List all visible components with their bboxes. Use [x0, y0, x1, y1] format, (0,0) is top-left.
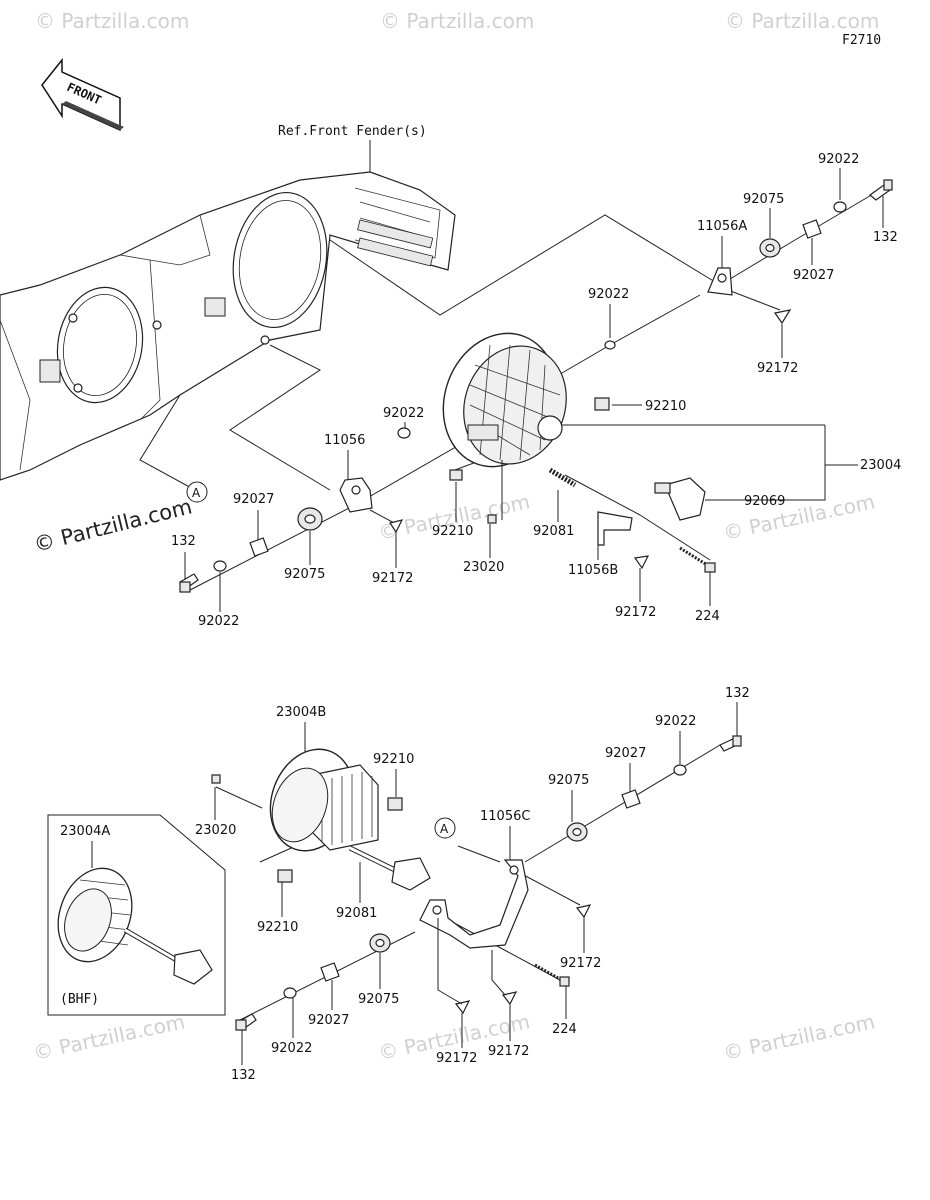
part-number: 92027 [308, 1013, 349, 1028]
leader-line [491, 950, 506, 996]
part-number: 92075 [284, 567, 325, 582]
part-number: 92075 [358, 992, 399, 1007]
lower-part-labels: 132 23004B 92022 92210 92027 92075 23020… [60, 686, 750, 1083]
watermark: © Partzilla.com [380, 9, 534, 33]
part-number: 11056A [697, 219, 747, 234]
ref-marker-a-lower: A [434, 817, 456, 839]
figure-code: F2710 [842, 33, 881, 48]
part-number: 92022 [818, 152, 859, 167]
ref-marker-letter: A [192, 486, 201, 500]
part-number: 92022 [588, 287, 629, 302]
part-number: 92172 [615, 605, 656, 620]
part-number: 92081 [533, 524, 574, 539]
part-number: 132 [873, 230, 898, 245]
part-number: 132 [725, 686, 750, 701]
part-number: 92022 [383, 406, 424, 421]
front-arrow-icon: FRONT [41, 57, 124, 132]
part-number: 92069 [744, 494, 785, 509]
upper-leader-lines [139, 189, 881, 591]
front-fender [0, 171, 456, 481]
part-number: 92027 [233, 492, 274, 507]
part-number: 92210 [373, 752, 414, 767]
bhf-label: (BHF) [60, 992, 99, 1007]
part-number: 92172 [436, 1051, 477, 1066]
upper-part-labels: 92022 92075 132 11056A 92027 92022 92172… [171, 152, 901, 629]
part-number: 92022 [271, 1041, 312, 1056]
part-number: 92075 [743, 192, 784, 207]
headlight-lower [211, 748, 431, 891]
hardware-lower [235, 735, 742, 1031]
part-number: 23004A [60, 824, 110, 839]
leader-line [437, 918, 463, 1005]
bracket-lower [419, 859, 529, 949]
part-number: 92075 [548, 773, 589, 788]
ref-marker-a: A [186, 481, 208, 503]
part-number: 23004 [860, 458, 901, 473]
part-number: 23004B [276, 705, 326, 720]
part-number: 23020 [195, 823, 236, 838]
part-number: 92172 [757, 361, 798, 376]
watermark-main: © Partzilla.com [31, 494, 194, 556]
ref-marker-letter: A [440, 822, 449, 836]
ref-front-fender-label: Ref.Front Fender(s) [278, 124, 427, 139]
part-number: 23020 [463, 560, 504, 575]
part-number: 92172 [488, 1044, 529, 1059]
part-number: 132 [231, 1068, 256, 1083]
part-number: 92027 [793, 268, 834, 283]
headlight-upper [442, 332, 567, 468]
part-number: 92210 [432, 524, 473, 539]
part-number: 224 [552, 1022, 577, 1037]
part-number: 92022 [198, 614, 239, 629]
hardware-upper [179, 179, 893, 593]
part-number: 92027 [605, 746, 646, 761]
part-number: 92172 [560, 956, 601, 971]
part-number: 92081 [336, 906, 377, 921]
part-number: 92022 [655, 714, 696, 729]
part-number: 11056B [568, 563, 618, 578]
watermark: © Partzilla.com [35, 9, 189, 33]
watermark: © Partzilla.com [721, 1009, 877, 1065]
part-number: 11056 [324, 433, 365, 448]
part-number: 92210 [257, 920, 298, 935]
part-number: 224 [695, 609, 720, 624]
part-number: 11056C [480, 809, 530, 824]
part-number: 92172 [372, 571, 413, 586]
watermark: © Partzilla.com [31, 1009, 187, 1065]
part-number: 132 [171, 534, 196, 549]
watermark: © Partzilla.com [725, 9, 879, 33]
bhf-inset: (BHF) [47, 814, 226, 1016]
part-number: 92210 [645, 399, 686, 414]
